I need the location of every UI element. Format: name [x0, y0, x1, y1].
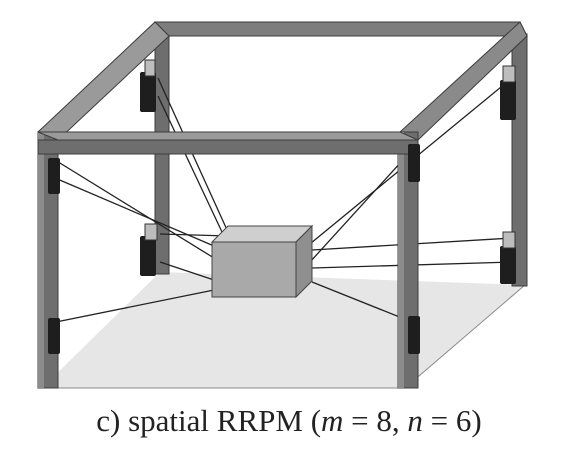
- rrpm-frame-diagram: [37, 21, 528, 389]
- winch-front-right-lower: [408, 316, 420, 354]
- caption-m-value: = 8,: [343, 403, 408, 438]
- caption-n-variable: n: [407, 403, 423, 438]
- caption-prefix: c) spatial RRPM (: [96, 403, 322, 438]
- top-back-beam: [153, 21, 528, 37]
- winch-back-left-lower: [140, 223, 158, 276]
- winch-back-right-upper: [500, 65, 516, 120]
- winch-back-left-upper: [140, 59, 156, 112]
- end-effector-box: [210, 224, 314, 299]
- winch-front-left-lower: [48, 318, 60, 354]
- winch-front-left-upper: [48, 158, 60, 194]
- caption-n-value: = 6): [422, 403, 482, 438]
- top-front-beam: [37, 131, 419, 155]
- figure-caption: c) spatial RRPM (m = 8, n = 6): [0, 396, 578, 446]
- winch-front-right-upper: [408, 144, 420, 182]
- caption-m-variable: m: [321, 403, 344, 438]
- winch-back-right-lower: [500, 231, 516, 284]
